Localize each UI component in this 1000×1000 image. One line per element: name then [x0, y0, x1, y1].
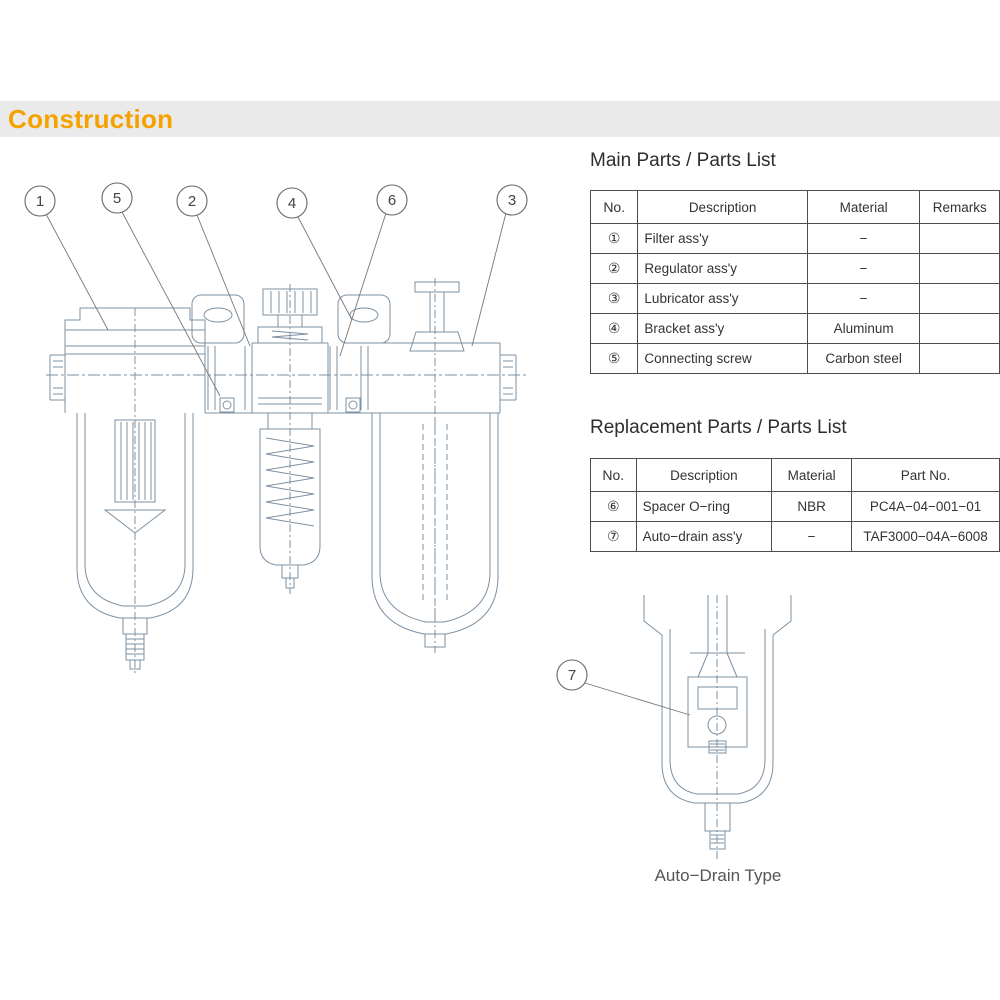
auto-drain-caption: Auto−Drain Type — [654, 866, 782, 885]
callout-2-circle — [176, 185, 208, 217]
cell-no: ② — [589, 253, 639, 284]
col-header-material: Material — [771, 458, 853, 492]
cell-description: Connecting screw — [637, 343, 808, 374]
callout-7-circle — [556, 659, 588, 691]
main-parts-table: No. Description Material Remarks ① Filte… — [589, 190, 1000, 374]
col-header-description: Description — [635, 458, 773, 492]
replacement-parts-table: No. Description Material Part No. ⑥ Spac… — [590, 458, 1000, 552]
callout-5-label: 5 — [113, 190, 121, 207]
left-port — [49, 354, 65, 401]
cell-part-no: PC4A−04−001−01 — [851, 491, 1000, 522]
cell-material: Carbon steel — [806, 343, 921, 374]
callout-7-leader — [584, 682, 691, 716]
callout-6-circle — [376, 184, 408, 216]
cell-remarks — [919, 223, 1000, 254]
replacement-parts-row: ⑦ Auto−drain ass'y − TAF3000−04A−6008 — [590, 521, 1000, 552]
cell-part-no: TAF3000−04A−6008 — [851, 521, 1000, 552]
callout-3-label: 3 — [508, 192, 516, 209]
cell-no: ④ — [589, 313, 639, 344]
callout-3-circle — [496, 184, 528, 216]
callout-1-label: 1 — [36, 193, 44, 210]
cell-material: NBR — [771, 491, 853, 522]
col-header-no: No. — [589, 190, 639, 224]
right-port — [500, 354, 517, 401]
section-title: Construction — [8, 104, 174, 134]
section-header-band: Construction — [0, 101, 1000, 137]
col-header-part-no: Part No. — [851, 458, 1000, 492]
cell-material: − — [806, 253, 921, 284]
cell-material: Aluminum — [806, 313, 921, 344]
cell-material: − — [771, 521, 853, 552]
main-parts-row: ③ Lubricator ass'y − — [589, 283, 1000, 314]
col-header-description: Description — [637, 190, 808, 224]
cell-description: Regulator ass'y — [637, 253, 808, 284]
cell-no: ⑦ — [590, 521, 637, 552]
frl-assembly-drawing: 1 5 2 4 6 3 — [24, 182, 528, 676]
main-parts-row: ① Filter ass'y − — [589, 223, 1000, 254]
cell-no: ⑥ — [590, 491, 637, 522]
replacement-parts-title: Replacement Parts / Parts List — [590, 417, 847, 438]
callout-5-circle — [101, 182, 133, 214]
cell-description: Filter ass'y — [637, 223, 808, 254]
cell-remarks — [919, 343, 1000, 374]
regulator-unit — [251, 284, 329, 594]
main-parts-row: ② Regulator ass'y − — [589, 253, 1000, 284]
manifold-body — [205, 342, 501, 414]
callout-7-label: 7 — [568, 667, 576, 684]
callout-4-circle — [276, 187, 308, 219]
cell-remarks — [919, 283, 1000, 314]
cell-material: − — [806, 283, 921, 314]
cell-description: Bracket ass'y — [637, 313, 808, 344]
lubricator-unit — [371, 278, 499, 653]
callout-4-label: 4 — [288, 195, 296, 212]
callout-1-circle — [24, 185, 56, 217]
auto-drain-bowl — [643, 595, 792, 804]
main-parts-title: Main Parts / Parts List — [590, 150, 776, 171]
cell-description: Spacer O−ring — [635, 491, 773, 522]
cell-no: ⑤ — [589, 343, 639, 374]
cell-no: ① — [589, 223, 639, 254]
replacement-parts-row: ⑥ Spacer O−ring NBR PC4A−04−001−01 — [590, 491, 1000, 522]
cell-description: Lubricator ass'y — [637, 283, 808, 314]
main-parts-row: ④ Bracket ass'y Aluminum — [589, 313, 1000, 344]
bracket-ears — [191, 294, 391, 344]
callout-leaders — [45, 211, 507, 397]
cell-remarks — [919, 253, 1000, 284]
cell-description: Auto−drain ass'y — [635, 521, 773, 552]
main-parts-header-row: No. Description Material Remarks — [589, 190, 1000, 224]
cell-material: − — [806, 223, 921, 254]
cell-no: ③ — [589, 283, 639, 314]
filter-unit — [64, 307, 206, 676]
cell-remarks — [919, 313, 1000, 344]
col-header-material: Material — [806, 190, 921, 224]
replacement-parts-header-row: No. Description Material Part No. — [590, 458, 1000, 492]
callout-2-label: 2 — [188, 193, 196, 210]
main-parts-row: ⑤ Connecting screw Carbon steel — [589, 343, 1000, 374]
col-header-remarks: Remarks — [919, 190, 1000, 224]
auto-drain-drawing: 7 — [556, 595, 792, 861]
callout-6-label: 6 — [388, 192, 396, 209]
col-header-no: No. — [590, 458, 637, 492]
